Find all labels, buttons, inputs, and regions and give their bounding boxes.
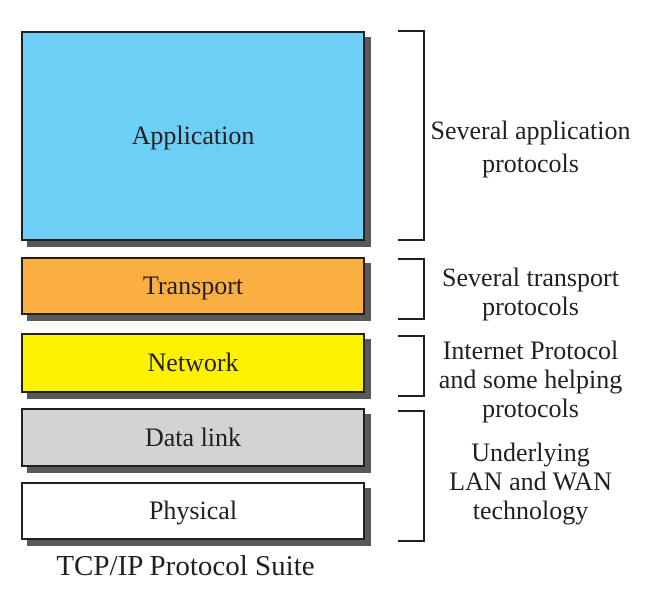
annotation-line: protocols bbox=[482, 292, 579, 321]
diagram-caption: TCP/IP Protocol Suite bbox=[56, 550, 315, 582]
bracket-network bbox=[398, 335, 425, 397]
annotation-network: Internet Protocol and some helping proto… bbox=[424, 336, 637, 423]
layer-label-transport: Transport bbox=[142, 271, 244, 300]
annotation-line: Several application bbox=[430, 116, 631, 145]
annotation-data-link-physical: Underlying LAN and WAN technology bbox=[424, 438, 637, 525]
bracket-application bbox=[398, 30, 425, 241]
bracket-transport bbox=[398, 258, 425, 320]
layer-label-data-link: Data link bbox=[144, 422, 242, 452]
layer-box-data-link: Data link bbox=[21, 408, 365, 467]
layer-box-application: Application bbox=[21, 31, 365, 241]
layer-label-application: Application bbox=[131, 121, 255, 150]
annotation-line: technology bbox=[472, 496, 589, 525]
layer-label-physical: Physical bbox=[148, 496, 238, 525]
annotation-transport: Several transport protocols bbox=[424, 263, 637, 321]
annotation-line: Several transport bbox=[442, 263, 619, 292]
bracket-data-link-physical bbox=[398, 410, 425, 542]
annotation-line: and some helping bbox=[438, 365, 623, 394]
layer-box-physical: Physical bbox=[21, 482, 365, 540]
annotation-line: Internet Protocol bbox=[442, 336, 619, 365]
layer-box-network: Network bbox=[21, 333, 365, 393]
annotation-application: Several application protocols bbox=[424, 114, 637, 180]
layer-label-network: Network bbox=[147, 348, 239, 377]
annotation-line: LAN and WAN bbox=[449, 467, 612, 496]
annotation-line: Underlying bbox=[471, 438, 590, 467]
annotation-line: protocols bbox=[482, 149, 579, 178]
layer-box-transport: Transport bbox=[21, 257, 365, 315]
annotation-line: protocols bbox=[482, 394, 579, 423]
